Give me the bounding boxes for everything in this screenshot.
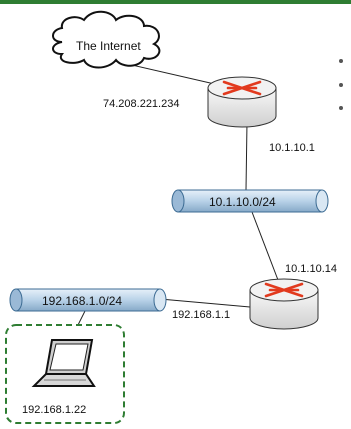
router-2-arrows-icon bbox=[264, 282, 304, 298]
network-1-pipe bbox=[171, 189, 329, 213]
link-net2-laptop bbox=[77, 310, 86, 326]
network-2-label: 192.168.1.0/24 bbox=[42, 294, 123, 308]
link-router1-net1 bbox=[245, 121, 248, 191]
router-1-wan-ip: 74.208.221.234 bbox=[103, 98, 180, 110]
bullet-2 bbox=[339, 83, 343, 87]
laptop-group-box bbox=[5, 324, 125, 424]
bullet-1 bbox=[339, 59, 343, 63]
link-net1-router2 bbox=[251, 211, 279, 281]
router-2-wan-ip: 10.1.10.14 bbox=[285, 263, 337, 275]
router-1 bbox=[207, 76, 277, 128]
network-1-label: 10.1.10.0/24 bbox=[209, 195, 276, 209]
bullet-3 bbox=[339, 106, 343, 110]
laptop-ip: 192.168.1.22 bbox=[22, 404, 87, 416]
router-1-lan-ip: 10.1.10.1 bbox=[269, 142, 315, 154]
internet-label: The Internet bbox=[76, 39, 141, 53]
laptop-icon bbox=[31, 339, 96, 387]
internet-cloud bbox=[52, 10, 161, 69]
router-1-arrows-icon bbox=[222, 80, 262, 96]
router-2 bbox=[249, 278, 319, 330]
router-2-lan-ip: 192.168.1.1 bbox=[172, 309, 231, 321]
network-2-pipe bbox=[9, 288, 167, 312]
top-accent-bar bbox=[0, 0, 351, 4]
link-router2-net2 bbox=[159, 298, 251, 308]
